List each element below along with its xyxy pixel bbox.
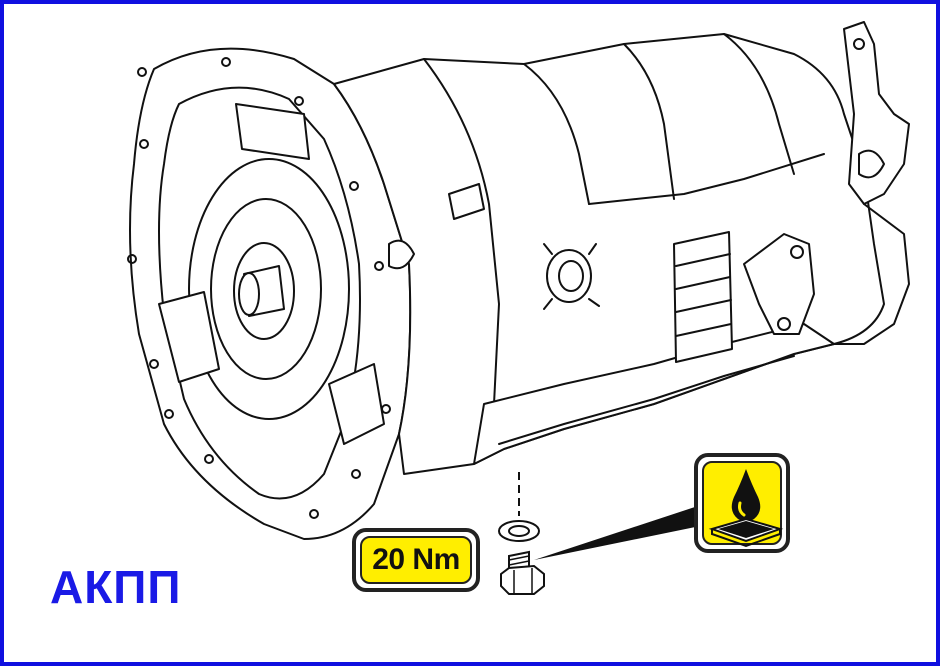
component-label: АКПП: [50, 561, 182, 613]
torque-spec-badge: 20 Nm: [352, 528, 480, 592]
rear-mount: [843, 21, 910, 205]
torque-converter-mid: [210, 198, 322, 380]
torque-converter-hub: [233, 242, 295, 340]
drain-plug-assembly: [498, 472, 545, 595]
side-bracket: [743, 233, 815, 335]
transmission-drawing: [127, 21, 910, 595]
torque-converter-outer: [188, 158, 350, 420]
bell-housing-rim: [158, 86, 361, 500]
oil-icon-badge: [694, 453, 790, 553]
oil-drop-icon: [708, 469, 784, 548]
case-ribs: [673, 231, 733, 363]
torque-spec-text: 20 Nm: [360, 536, 472, 584]
sensor-boss: [546, 249, 592, 303]
flange-bolt-holes: [127, 57, 391, 519]
drain-plug-icon: [500, 550, 545, 595]
oil-pan: [473, 323, 835, 465]
callout-pointer: [534, 504, 710, 560]
